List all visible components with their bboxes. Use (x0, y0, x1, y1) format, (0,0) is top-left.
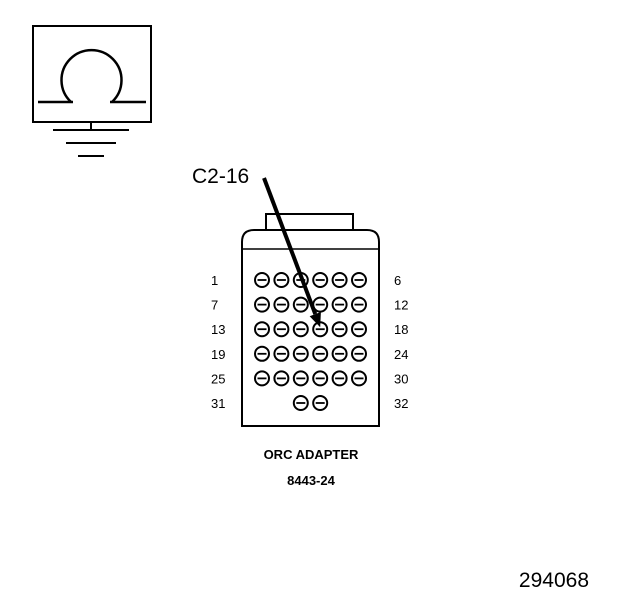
pin-cavity-21 (292, 345, 309, 362)
row-end-label: 18 (394, 322, 408, 337)
pin-cavity-18 (351, 321, 367, 338)
adapter-part-number: 8443-24 (287, 473, 335, 488)
row-end-label: 6 (394, 273, 401, 288)
pin-cavity-24 (351, 345, 367, 362)
pin-cavity-4 (312, 272, 329, 288)
row-start-label: 19 (211, 347, 225, 362)
pin-cavity-31 (292, 395, 309, 411)
pin-cavity-29 (331, 370, 348, 387)
row-start-label: 25 (211, 371, 225, 386)
pin-cavity-14 (273, 321, 290, 338)
pin-cavity-15 (292, 321, 309, 338)
row-end-label: 32 (394, 396, 408, 411)
pin-cavity-2 (273, 272, 290, 288)
row-start-label: 31 (211, 396, 225, 411)
pin-cavity-7 (254, 296, 270, 313)
pin-cavity-19 (254, 345, 270, 362)
row-start-label: 1 (211, 273, 218, 288)
pin-cavity-1 (254, 272, 270, 288)
figure-id: 294068 (519, 569, 589, 592)
pin-cavity-23 (331, 345, 348, 362)
pin-cavity-25 (254, 370, 270, 387)
pin-cavity-20 (273, 345, 290, 362)
pin-cavity-30 (351, 370, 367, 387)
adapter-title: ORC ADAPTER (264, 447, 359, 462)
ground-icon (53, 122, 129, 157)
callout-label: C2-16 (192, 165, 249, 188)
row-start-label: 7 (211, 298, 218, 313)
pin-cavity-6 (351, 272, 367, 288)
row-end-label: 24 (394, 347, 408, 362)
pin-cavity-17 (331, 321, 348, 338)
row-end-label: 30 (394, 371, 408, 386)
pin-cavity-9 (292, 296, 309, 313)
pin-cavity-22 (312, 345, 329, 362)
orc-adapter-connector (241, 213, 380, 427)
pin-cavity-26 (273, 370, 290, 387)
ohmmeter-icon (32, 25, 152, 123)
pin-grid (254, 272, 367, 411)
pin-cavity-13 (254, 321, 270, 338)
pin-number-labels: 1 6 7 12 13 18 19 24 25 30 31 32 (211, 273, 408, 411)
pin-cavity-5 (331, 272, 348, 288)
pin-cavity-8 (273, 296, 290, 313)
probe-arrow (262, 177, 321, 328)
pin-cavity-28 (312, 370, 329, 387)
row-end-label: 12 (394, 298, 408, 313)
pin-cavity-12 (351, 296, 367, 313)
pin-cavity-32 (312, 395, 329, 411)
row-start-label: 13 (211, 322, 225, 337)
pin-cavity-11 (331, 296, 348, 313)
pin-cavity-27 (292, 370, 309, 387)
